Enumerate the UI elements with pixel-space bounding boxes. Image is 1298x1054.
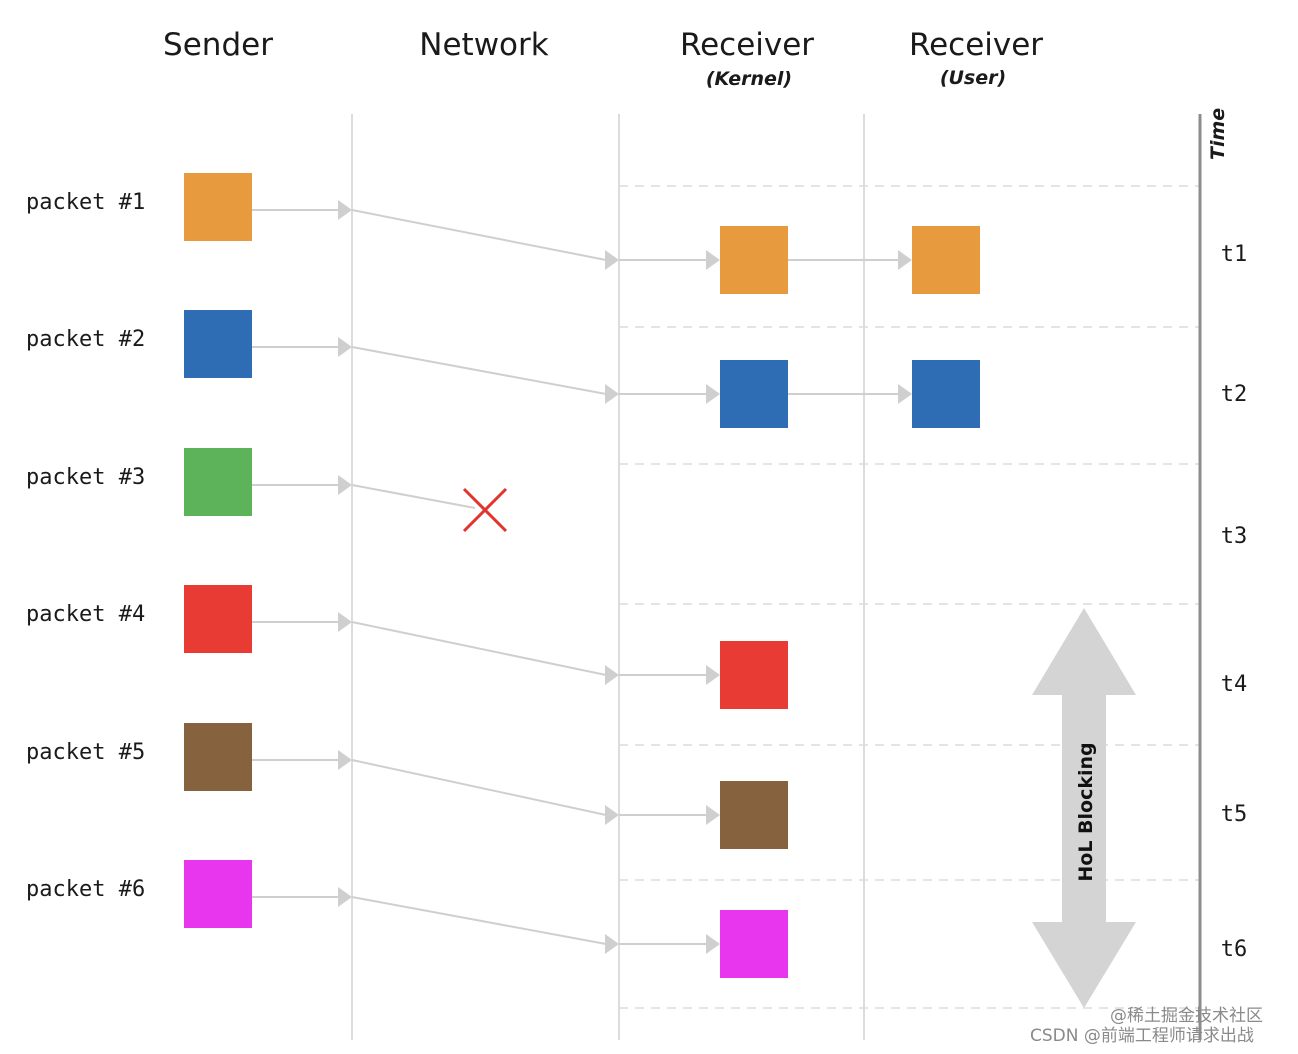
time-label-t4: t4 bbox=[1221, 672, 1248, 697]
arrowhead-kernel-6 bbox=[706, 934, 720, 954]
packet-label-4: packet #4 bbox=[26, 602, 145, 627]
time-label-t1: t1 bbox=[1221, 242, 1248, 267]
arrowhead-network-1 bbox=[605, 250, 619, 270]
arrowhead-network-2 bbox=[605, 384, 619, 404]
hol-double-arrow-shape bbox=[1032, 608, 1136, 1008]
arrowhead-sender-1 bbox=[338, 200, 352, 220]
arrowhead-kernel-5 bbox=[706, 805, 720, 825]
arrow-network-6 bbox=[351, 896, 607, 945]
arrowhead-user-1 bbox=[898, 250, 912, 270]
time-label-t2: t2 bbox=[1221, 382, 1248, 407]
hol-blocking-label: HoL Blocking bbox=[1075, 742, 1097, 881]
time-label-t3: t3 bbox=[1221, 524, 1248, 549]
sender-packet-4 bbox=[184, 585, 252, 653]
arrowhead-network-4 bbox=[605, 665, 619, 685]
arrowhead-sender-6 bbox=[338, 887, 352, 907]
sender-packet-6 bbox=[184, 860, 252, 928]
kernel-packet-4 bbox=[720, 641, 788, 709]
kernel-packet-2 bbox=[720, 360, 788, 428]
packets bbox=[184, 173, 980, 978]
arrowhead-kernel-2 bbox=[706, 384, 720, 404]
arrowhead-user-2 bbox=[898, 384, 912, 404]
packet-label-2: packet #2 bbox=[26, 327, 145, 352]
sender-packet-2 bbox=[184, 310, 252, 378]
sender-packet-1 bbox=[184, 173, 252, 241]
packet-labels: packet #1 packet #2 packet #3 packet #4 pack… bbox=[26, 190, 145, 902]
time-label-t5: t5 bbox=[1221, 802, 1248, 827]
receiver-kernel-title: Receiver bbox=[680, 27, 814, 63]
receiver-kernel-subtitle: (Kernel) bbox=[706, 68, 792, 90]
sender-packet-3 bbox=[184, 448, 252, 516]
arrowhead-kernel-1 bbox=[706, 250, 720, 270]
kernel-packet-6 bbox=[720, 910, 788, 978]
packet-label-6: packet #6 bbox=[26, 877, 145, 902]
hol-blocking-arrow: HoL Blocking bbox=[1032, 608, 1136, 1008]
arrow-network-1 bbox=[351, 209, 607, 261]
receiver-user-subtitle: (User) bbox=[940, 67, 1006, 89]
arrow-network-5 bbox=[351, 759, 607, 816]
time-labels: t1 t2 t3 t4 t5 t6 bbox=[1221, 242, 1248, 962]
arrow-network-2 bbox=[351, 346, 607, 395]
kernel-packet-1 bbox=[720, 226, 788, 294]
arrow-network-lost-3 bbox=[351, 484, 476, 509]
user-packet-2 bbox=[912, 360, 980, 428]
lane-separators bbox=[351, 114, 865, 1040]
time-axis-label: Time bbox=[1207, 108, 1229, 160]
watermark-line-1: @稀土掘金技术社区 bbox=[1110, 1006, 1263, 1026]
network-column-title: Network bbox=[419, 27, 548, 63]
watermark-line-2: CSDN @前端工程师请求出战 bbox=[1030, 1026, 1254, 1046]
packet-label-5: packet #5 bbox=[26, 740, 145, 765]
arrowhead-sender-2 bbox=[338, 337, 352, 357]
packet-label-1: packet #1 bbox=[26, 190, 145, 215]
receiver-user-title: Receiver bbox=[909, 27, 1043, 63]
arrowhead-sender-5 bbox=[338, 750, 352, 770]
sender-column-title: Sender bbox=[163, 27, 273, 63]
arrowhead-network-6 bbox=[605, 934, 619, 954]
user-packet-1 bbox=[912, 226, 980, 294]
packet-label-3: packet #3 bbox=[26, 465, 145, 490]
packet-arrows bbox=[252, 200, 912, 954]
time-slot-dividers bbox=[619, 185, 1200, 1009]
kernel-packet-5 bbox=[720, 781, 788, 849]
time-label-t6: t6 bbox=[1221, 937, 1248, 962]
arrowhead-network-5 bbox=[605, 805, 619, 825]
arrow-network-4 bbox=[351, 621, 607, 676]
sender-packet-5 bbox=[184, 723, 252, 791]
arrowhead-kernel-4 bbox=[706, 665, 720, 685]
lost-mark-stroke-b bbox=[462, 487, 508, 533]
arrowhead-sender-3 bbox=[338, 475, 352, 495]
arrowhead-sender-4 bbox=[338, 612, 352, 632]
